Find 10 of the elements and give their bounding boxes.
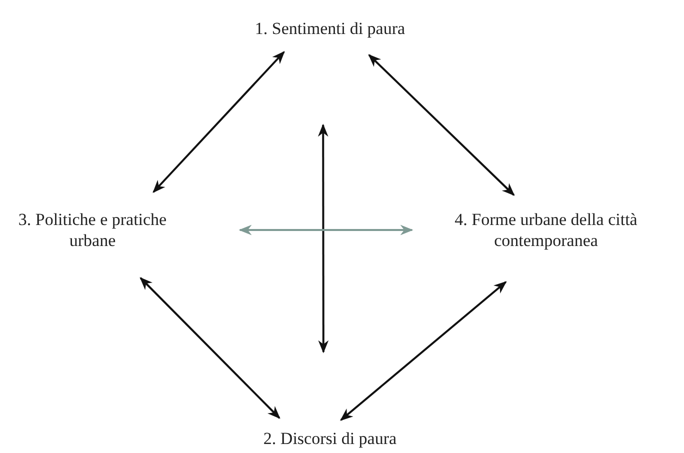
double-arrow [152,51,285,193]
double-arrow [340,281,507,421]
double-arrow [368,54,515,196]
node-label: 3. Politiche e pratiche urbane [17,209,168,251]
node-label: 4. Forme urbane della città contemporanea [454,209,638,251]
node-label: 1. Sentimenti di paura [254,18,406,38]
node-label: 2. Discorsi di paura [263,428,397,448]
double-arrow [238,224,414,236]
double-arrow [140,277,280,419]
double-arrow [318,124,329,354]
